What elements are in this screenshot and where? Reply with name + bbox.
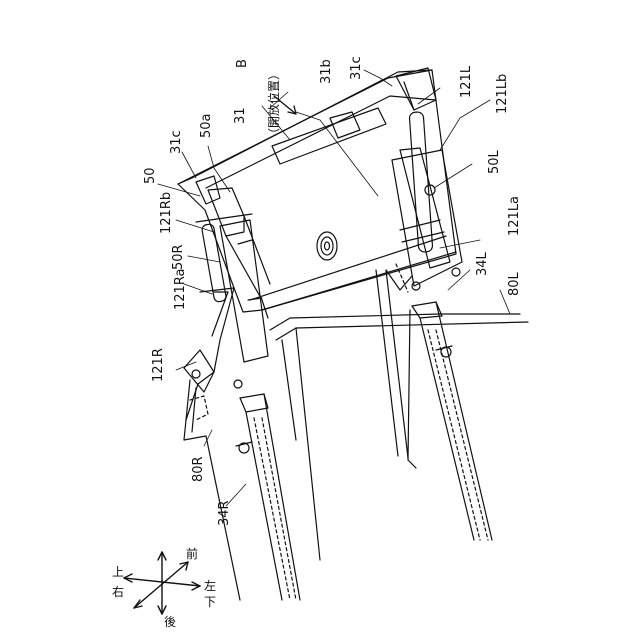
dir-right: 右 xyxy=(112,584,124,599)
dir-up: 上 xyxy=(112,565,124,579)
label-50: 50 xyxy=(143,167,158,184)
label-121Ra: 121Ra xyxy=(173,268,188,310)
end-block-right xyxy=(396,68,436,110)
label-31: 31 xyxy=(233,107,248,124)
label-50L: 50L xyxy=(487,149,502,174)
label-open-position: （開放位置） xyxy=(266,68,281,140)
dir-back: 後 xyxy=(164,615,176,629)
hinge-left xyxy=(386,112,462,292)
dir-down: 下 xyxy=(204,595,216,609)
label-31b: 31b xyxy=(319,59,334,84)
dir-left: 左 xyxy=(204,578,216,593)
label-31c-left: 31c xyxy=(169,130,184,154)
label-80L: 80L xyxy=(507,271,522,296)
labels: B （開放位置） 31 31b 31c 31c 50a 50 121L 121L… xyxy=(112,56,522,629)
label-50a: 50a xyxy=(199,113,214,138)
rail-34L xyxy=(408,302,492,540)
label-121La: 121La xyxy=(507,196,522,236)
label-34R: 34R xyxy=(217,500,232,526)
label-121Rb: 121Rb xyxy=(159,192,174,234)
label-121R: 121R xyxy=(151,348,166,382)
lip-50a xyxy=(208,188,244,236)
label-80R: 80R xyxy=(191,456,206,482)
label-b: B xyxy=(235,59,250,68)
lid-top-rim xyxy=(178,70,432,184)
direction-arrows xyxy=(124,552,200,614)
label-121Lb: 121Lb xyxy=(495,74,510,114)
label-121L: 121L xyxy=(459,65,474,98)
label-34L: 34L xyxy=(475,251,490,276)
rail-34R xyxy=(236,394,300,600)
line-art xyxy=(124,68,528,614)
lid-slot xyxy=(272,108,386,164)
label-50R: 50R xyxy=(171,244,186,270)
dir-front: 前 xyxy=(186,546,198,561)
label-31c-top: 31c xyxy=(349,56,364,80)
frame-80R xyxy=(184,380,240,600)
center-knob xyxy=(317,232,337,260)
